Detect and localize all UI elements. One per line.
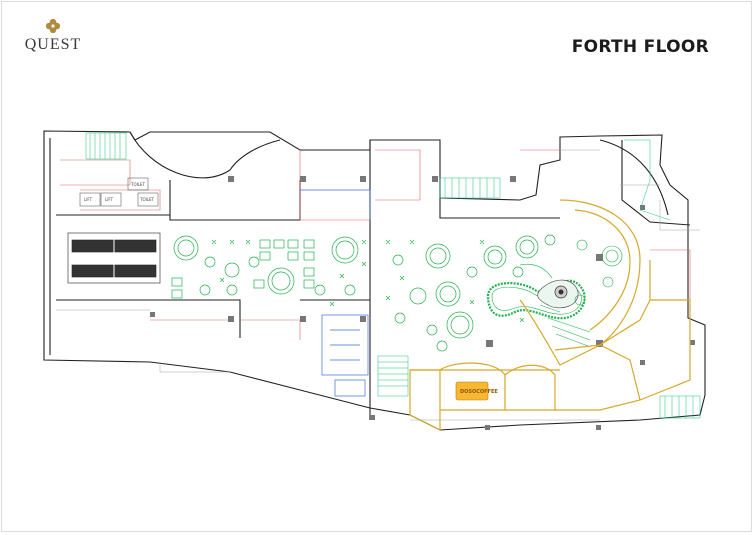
escalators (67, 232, 161, 284)
service-core (300, 189, 371, 397)
coffee-kiosk (455, 381, 489, 401)
logo-wordmark: QUEST (24, 36, 82, 53)
feature-outlines (409, 199, 691, 431)
toilet-label-a: TOILET (139, 197, 155, 202)
service-lines (56, 149, 700, 421)
quest-logo: QUEST (22, 18, 84, 66)
seating-zone-west (171, 235, 367, 307)
toilet-label-b: TOILET (130, 182, 146, 187)
outer-walls (43, 130, 706, 431)
stairwells (85, 132, 701, 419)
core-rooms (79, 177, 159, 207)
coffee-kiosk-label: DOSOCOFFEE (460, 389, 498, 395)
structural-columns (150, 176, 695, 430)
feature-island (486, 279, 586, 320)
quatrefoil-icon (45, 18, 61, 34)
lift-label-a: LIFT (84, 197, 93, 202)
floor-title: FORTH FLOOR (571, 37, 709, 57)
lift-label-b: LIFT (105, 197, 114, 202)
partitions (60, 149, 691, 340)
booth-seating (519, 239, 623, 347)
